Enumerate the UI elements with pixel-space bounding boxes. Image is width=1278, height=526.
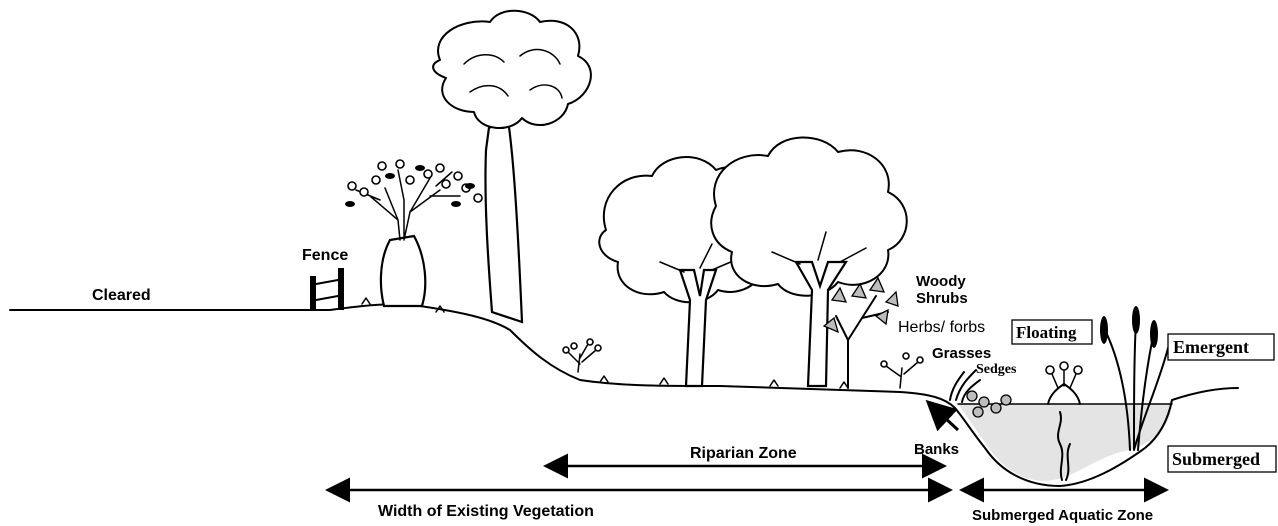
fence-label: Fence bbox=[302, 247, 348, 264]
floating-plant bbox=[1046, 362, 1082, 404]
bottle-tree bbox=[345, 160, 482, 306]
width-of-existing-vegetation-label: Width of Existing Vegetation bbox=[378, 503, 594, 520]
sedges-label: Sedges bbox=[976, 362, 1017, 377]
floating-label: Floating bbox=[1016, 323, 1077, 342]
riparian-zone-label: Riparian Zone bbox=[690, 445, 797, 462]
woody-shrubs bbox=[824, 278, 898, 388]
shrubs-label: Shrubs bbox=[916, 290, 968, 307]
ground-plants bbox=[362, 298, 923, 388]
emergent-label: Emergent bbox=[1173, 337, 1249, 357]
water-body bbox=[958, 404, 1172, 481]
banks-label: Banks bbox=[914, 441, 959, 458]
grasses-label: Grasses bbox=[932, 345, 991, 362]
cleared-label: Cleared bbox=[92, 287, 151, 304]
herbs-forbs-label: Herbs/ forbs bbox=[898, 319, 985, 336]
fence bbox=[310, 268, 344, 310]
tall-tree bbox=[433, 11, 591, 322]
canopy-tree-right bbox=[711, 137, 907, 386]
submerged-label: Submerged bbox=[1172, 449, 1260, 469]
woody-label: Woody bbox=[916, 273, 966, 290]
submerged-aquatic-zone-label: Submerged Aquatic Zone bbox=[972, 507, 1153, 524]
